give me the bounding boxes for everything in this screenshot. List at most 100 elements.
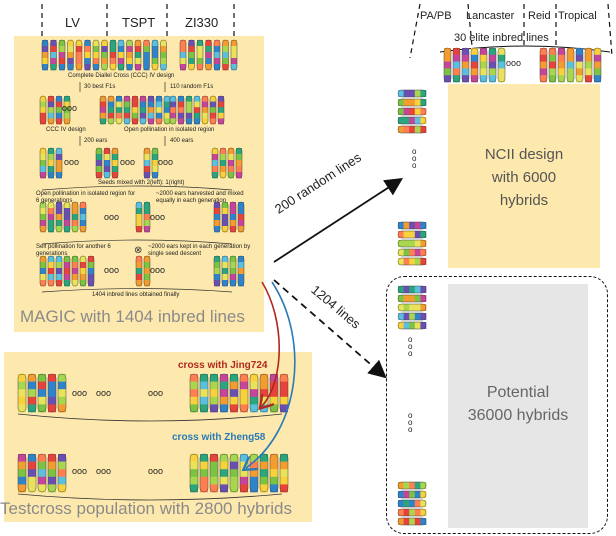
corn-ear-icon bbox=[55, 147, 63, 179]
step-obtained: 1404 inbred lines obtained finally bbox=[92, 292, 180, 298]
step-best-f1: 30 best F1s bbox=[84, 84, 116, 90]
corn-ear-icon bbox=[189, 373, 199, 413]
potential-panel bbox=[448, 284, 588, 528]
step-ccc-iv: CCC IV design bbox=[46, 127, 86, 133]
corn-ear-icon bbox=[41, 39, 49, 71]
dots-4: ooo bbox=[158, 157, 174, 167]
corn-ear-icon bbox=[397, 481, 427, 490]
corn-ear-icon bbox=[55, 95, 63, 125]
corn-ear-icon bbox=[269, 453, 279, 493]
corn-ear-icon bbox=[397, 517, 427, 526]
corn-ear-icon bbox=[219, 453, 229, 493]
corn-ear-icon bbox=[107, 95, 115, 125]
step-ccc: Complete Diallel Cross (CCC) IV design bbox=[68, 73, 175, 79]
corn-ear-icon bbox=[219, 373, 229, 413]
corn-ear-icon bbox=[397, 239, 427, 248]
corn-ear-icon bbox=[27, 453, 37, 493]
corn-ear-icon bbox=[151, 147, 159, 179]
step-open-poll: Open pollination in isolated region bbox=[124, 127, 215, 133]
corn-ear-icon bbox=[143, 147, 151, 179]
dots-test-1: ooo bbox=[72, 388, 88, 398]
corn-ear-icon bbox=[397, 321, 427, 330]
corn-ear-icon bbox=[47, 201, 55, 233]
corn-ear-icon bbox=[135, 201, 143, 233]
corn-ear-icon bbox=[126, 39, 133, 71]
corn-ear-icon bbox=[239, 373, 249, 413]
corn-ear-icon bbox=[230, 39, 238, 71]
corn-ear-icon bbox=[213, 255, 221, 287]
corn-ear-icon bbox=[557, 47, 566, 83]
step-open-poll-6: Open pollination in isolated region for … bbox=[36, 191, 136, 204]
corn-ear-icon bbox=[221, 201, 229, 233]
corn-ear-icon bbox=[196, 39, 204, 71]
corn-ear-icon bbox=[63, 95, 71, 125]
corn-ear-icon bbox=[123, 95, 131, 125]
corn-ear-icon bbox=[160, 39, 167, 71]
dots-test-5: ooo bbox=[96, 466, 112, 476]
corn-ear-icon bbox=[47, 373, 57, 413]
elite-group-reid: Reid bbox=[528, 10, 551, 22]
corn-ear-icon bbox=[229, 453, 239, 493]
corn-ear-icon bbox=[75, 39, 83, 71]
step-seeds-mixed: Seeds mixed with 2(left): 1(right) bbox=[98, 180, 185, 186]
corn-ear-icon bbox=[115, 95, 123, 125]
corn-ear-icon bbox=[397, 490, 427, 499]
corn-ear-icon bbox=[67, 39, 74, 71]
corn-ear-icon bbox=[39, 201, 47, 233]
corn-ear-icon bbox=[109, 39, 117, 71]
corn-ear-icon bbox=[201, 95, 209, 125]
testcross-title: Testcross population with 2800 hybrids bbox=[0, 499, 292, 518]
corn-ear-icon bbox=[237, 201, 245, 233]
step-random-f1: 110 random F1s bbox=[170, 84, 214, 90]
corn-ear-icon bbox=[134, 39, 142, 71]
corn-ear-icon bbox=[47, 147, 55, 179]
dots-test-3: ooo bbox=[148, 388, 164, 398]
arrow-1204-lines bbox=[273, 279, 387, 379]
corn-ear-icon bbox=[461, 47, 470, 83]
dots-6: ooo bbox=[150, 212, 166, 222]
corn-ear-icon bbox=[211, 147, 219, 179]
corn-ear-icon bbox=[213, 39, 221, 71]
corn-ear-icon bbox=[397, 303, 427, 312]
corn-ear-icon bbox=[63, 255, 71, 287]
corn-ear-icon bbox=[17, 453, 27, 493]
dots-7: ooo bbox=[104, 265, 120, 275]
corn-ear-icon bbox=[217, 95, 225, 125]
vdots-ncii: ooo bbox=[412, 147, 417, 170]
corn-ear-icon bbox=[397, 248, 427, 257]
corn-ear-icon bbox=[397, 257, 427, 266]
corn-ear-icon bbox=[397, 116, 427, 125]
cross-zheng58-label: cross with Zheng58 bbox=[172, 432, 266, 443]
corn-ear-icon bbox=[193, 95, 201, 125]
corn-ear-icon bbox=[39, 147, 47, 179]
corn-ear-icon bbox=[209, 95, 217, 125]
corn-ear-icon bbox=[55, 255, 63, 287]
corn-ear-icon bbox=[213, 201, 221, 233]
elite-group-pa-pb: PA/PB bbox=[420, 10, 452, 22]
magic-flow bbox=[41, 82, 233, 293]
corn-ear-icon bbox=[397, 98, 427, 107]
corn-ear-icon bbox=[209, 453, 219, 493]
corn-ear-icon bbox=[497, 47, 506, 83]
corn-ear-icon bbox=[229, 201, 237, 233]
corn-ear-icon bbox=[37, 373, 47, 413]
corn-ear-icon bbox=[221, 255, 229, 287]
corn-ear-icon bbox=[179, 39, 187, 71]
corn-ear-icon bbox=[37, 453, 47, 493]
corn-ear-icon bbox=[50, 39, 57, 71]
corn-ear-icon bbox=[237, 255, 245, 287]
corn-ear-icon bbox=[177, 95, 185, 125]
corn-ear-icon bbox=[189, 453, 199, 493]
corn-ear-icon bbox=[548, 47, 557, 83]
ncii-panel bbox=[448, 84, 600, 268]
corn-ear-icon bbox=[185, 95, 193, 125]
founder-label-tspt: TSPT bbox=[122, 15, 156, 30]
vdots-potential-1: ooo bbox=[408, 335, 413, 358]
dots-5: ooo bbox=[104, 212, 120, 222]
dots-test-2: ooo bbox=[96, 388, 112, 398]
step-2000-ears-a: ~2000 ears harvested and mixed equally i… bbox=[156, 191, 244, 204]
corn-ear-icon bbox=[259, 453, 269, 493]
corn-ear-icon bbox=[470, 47, 479, 83]
corn-ear-icon bbox=[209, 373, 219, 413]
